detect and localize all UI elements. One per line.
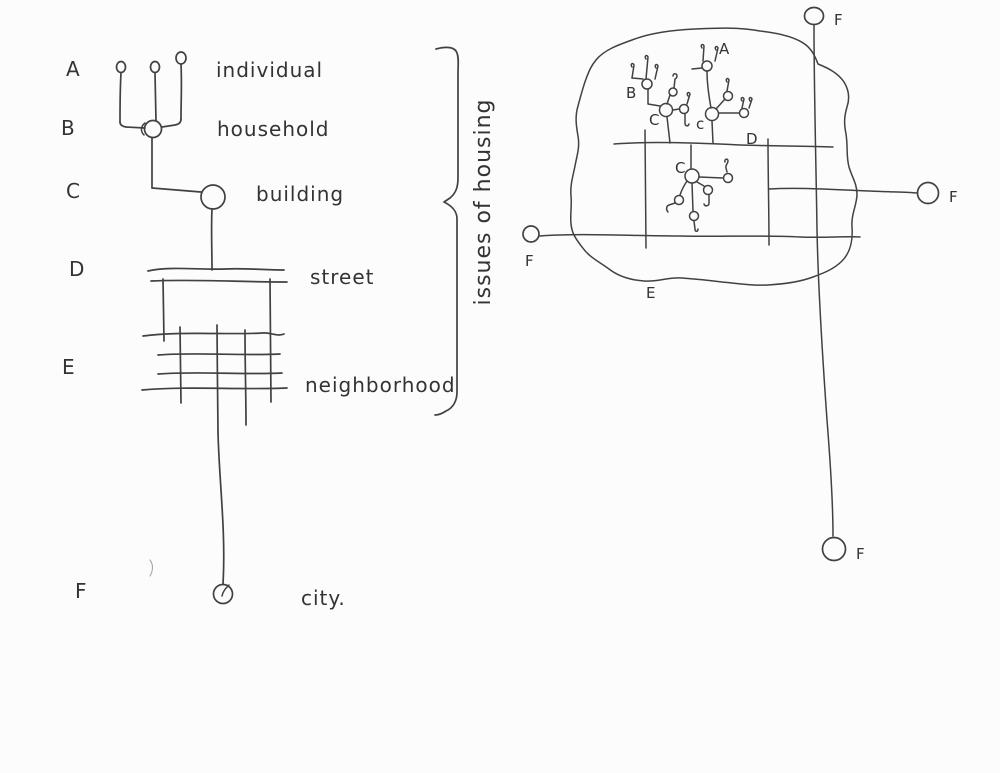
f-node-bottom bbox=[821, 536, 847, 562]
map-label-a: A bbox=[719, 40, 730, 58]
curly-brace bbox=[434, 46, 460, 416]
map-label-d: D bbox=[746, 130, 758, 148]
f-node-right bbox=[916, 181, 940, 205]
city-stem bbox=[217, 431, 225, 585]
map-label-b: B bbox=[626, 84, 636, 102]
row-label-city: city. bbox=[301, 586, 346, 610]
individual-nodes bbox=[115, 51, 187, 129]
row-letter-f: F bbox=[75, 579, 87, 603]
household-node bbox=[140, 119, 202, 193]
map-cluster-c-upper bbox=[658, 91, 691, 144]
map-diagram: A B C c C D E F F F F bbox=[522, 6, 958, 563]
row-letter-e: E bbox=[62, 355, 75, 379]
map-label-f-top: F bbox=[834, 11, 843, 29]
row-letter-c: C bbox=[66, 179, 80, 203]
row-label-household: household bbox=[217, 117, 329, 141]
map-cluster-b bbox=[630, 54, 678, 107]
row-label-neighborhood: neighborhood bbox=[305, 373, 456, 397]
row-letter-a: A bbox=[66, 57, 80, 81]
map-label-c-mid: c bbox=[696, 115, 704, 133]
stray-mark bbox=[149, 559, 154, 577]
map-cluster-c-lower bbox=[665, 144, 734, 232]
map-label-c-lower: C bbox=[675, 159, 685, 177]
hierarchy-diagram: A B C D E F individual household buildin… bbox=[61, 51, 456, 610]
map-label-c-upper: C bbox=[649, 111, 659, 129]
map-cluster-a bbox=[691, 43, 719, 109]
row-label-individual: individual bbox=[216, 58, 323, 82]
building-node bbox=[200, 184, 226, 271]
map-label-f-left: F bbox=[525, 252, 534, 270]
brace-label: issues of housing bbox=[471, 99, 496, 306]
brace-group: issues of housing bbox=[434, 46, 496, 416]
street-lines bbox=[147, 267, 288, 283]
map-cluster-c-mid bbox=[704, 77, 753, 144]
map-label-e: E bbox=[646, 284, 655, 302]
f-node-top bbox=[803, 6, 825, 26]
neighborhood-grid bbox=[141, 278, 288, 433]
row-label-street: street bbox=[310, 265, 375, 289]
city-node bbox=[212, 583, 234, 605]
map-label-f-bottom: F bbox=[856, 545, 865, 563]
map-label-f-right: F bbox=[949, 188, 958, 206]
row-label-building: building bbox=[256, 182, 344, 206]
neighborhood-blob bbox=[569, 27, 858, 286]
row-letter-d: D bbox=[69, 257, 84, 281]
f-node-left bbox=[522, 225, 540, 243]
row-letter-b: B bbox=[61, 116, 75, 140]
map-streets bbox=[539, 24, 918, 537]
